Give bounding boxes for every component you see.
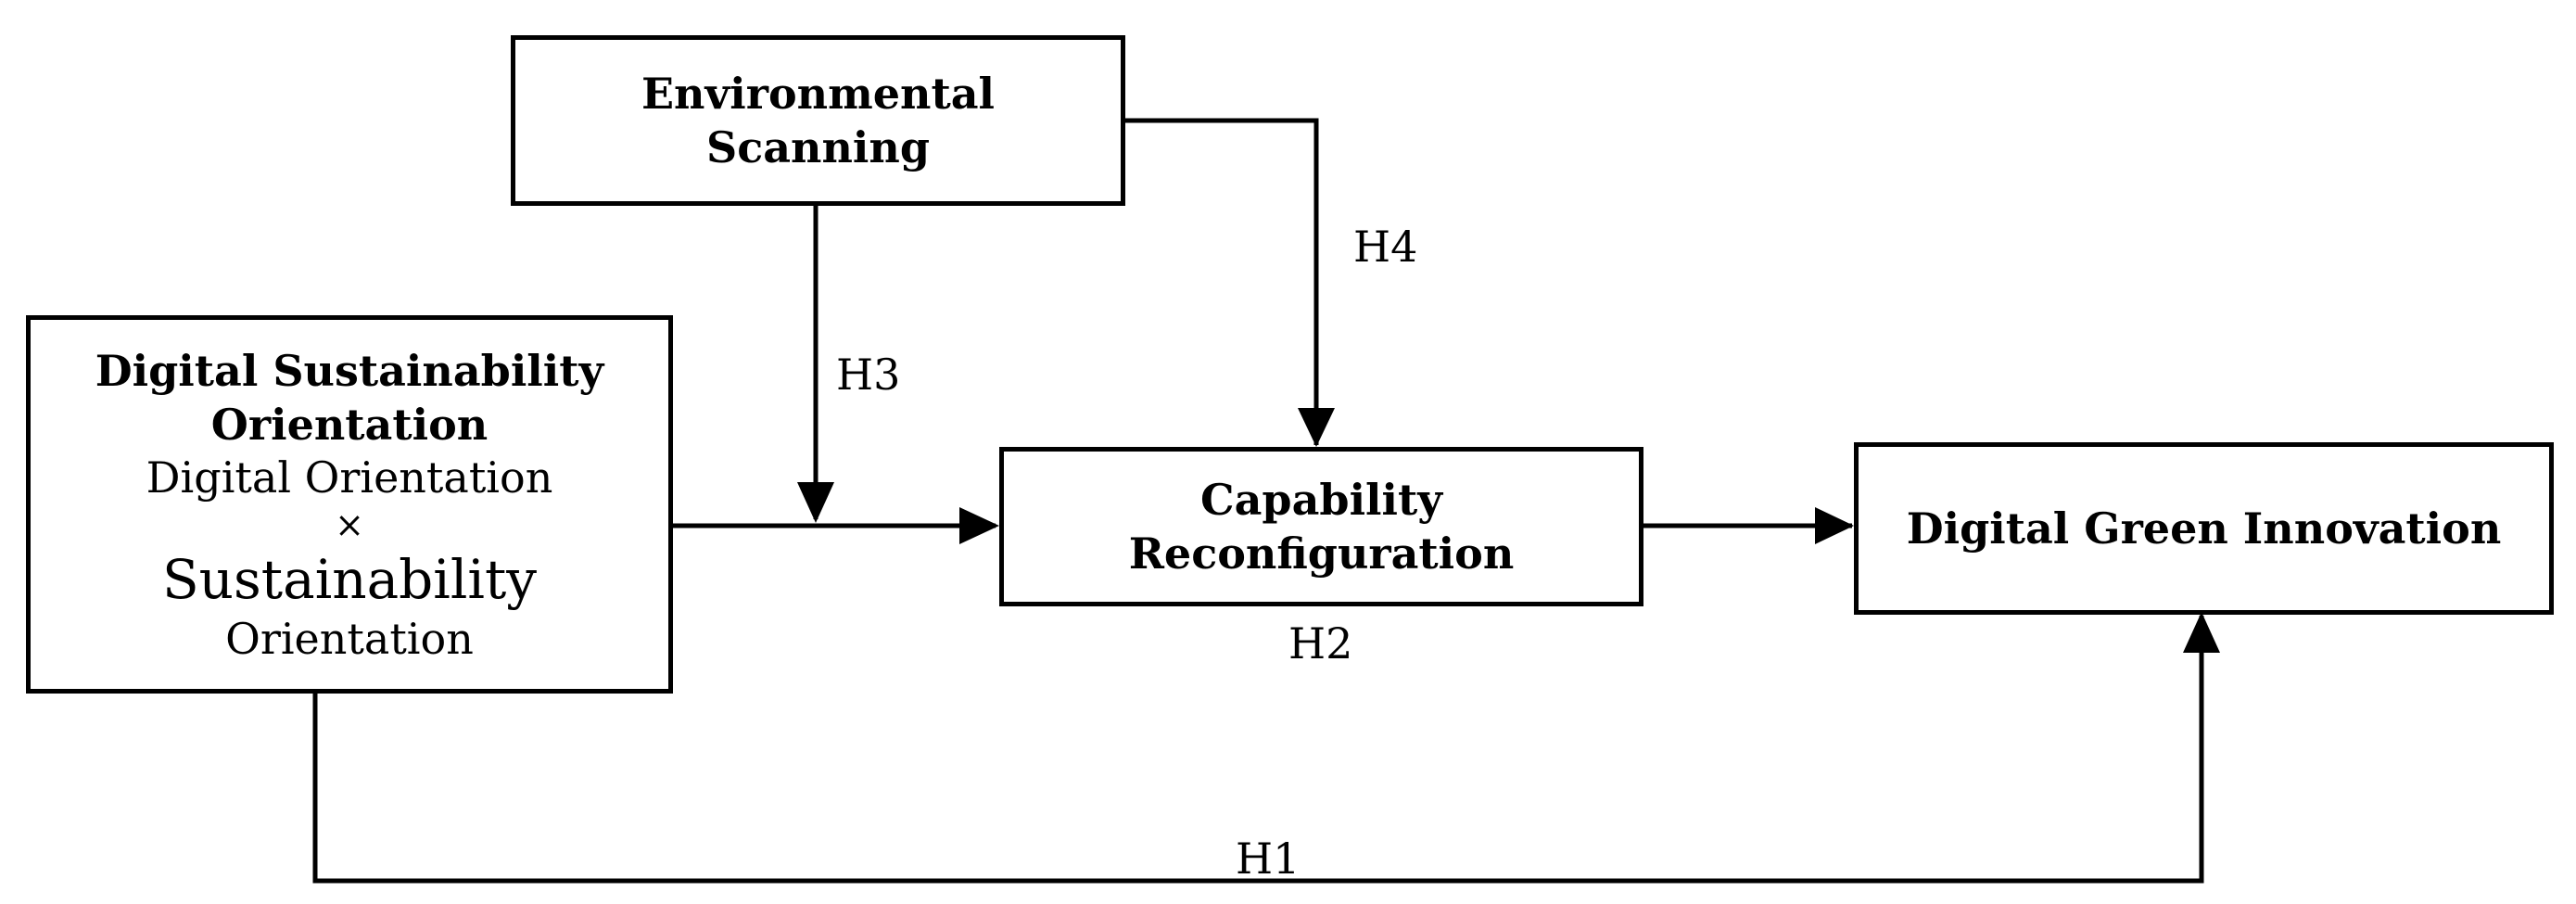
capability-reconfiguration-line1: Capability [1200,475,1442,525]
arrow-h4 [1122,118,1319,445]
arrow-h1 [312,616,2204,884]
dso-title-line1: Digital Sustainability [95,346,604,396]
dso-times-sign: × [335,504,364,545]
environmental-scanning-line2: Scanning [705,122,930,172]
hypothesis-label-h2: H2 [1288,618,1353,668]
hypothesis-label-h4: H4 [1353,222,1418,272]
arrow-h2-cr-to-dgi-head [1815,507,1854,544]
digital-green-innovation-label: Digital Green Innovation [1906,503,2502,554]
arrow-h3-head [797,482,834,523]
dso-sub-digital-orientation: Digital Orientation [146,452,553,503]
arrow-h4-head [1298,408,1335,447]
arrow-h1-head [2183,612,2220,653]
dso-title-line2: Orientation [210,400,489,450]
environmental-scanning-line1: Environmental [641,69,995,119]
dso-box: Digital Sustainability Orientation Digit… [26,315,673,694]
environmental-scanning-box: Environmental Scanning [511,35,1125,206]
dso-sub-orientation: Orientation [225,614,474,664]
capability-reconfiguration-line2: Reconfiguration [1128,528,1515,579]
dso-sub-sustainability: Sustainability [161,548,538,611]
hypothesis-label-h3: H3 [836,350,901,400]
capability-reconfiguration-box: Capability Reconfiguration [999,447,1643,606]
digital-green-innovation-box: Digital Green Innovation [1854,442,2554,615]
hypothesis-label-h1: H1 [1236,834,1301,884]
arrow-h2-dso-to-cr-head [959,507,999,544]
